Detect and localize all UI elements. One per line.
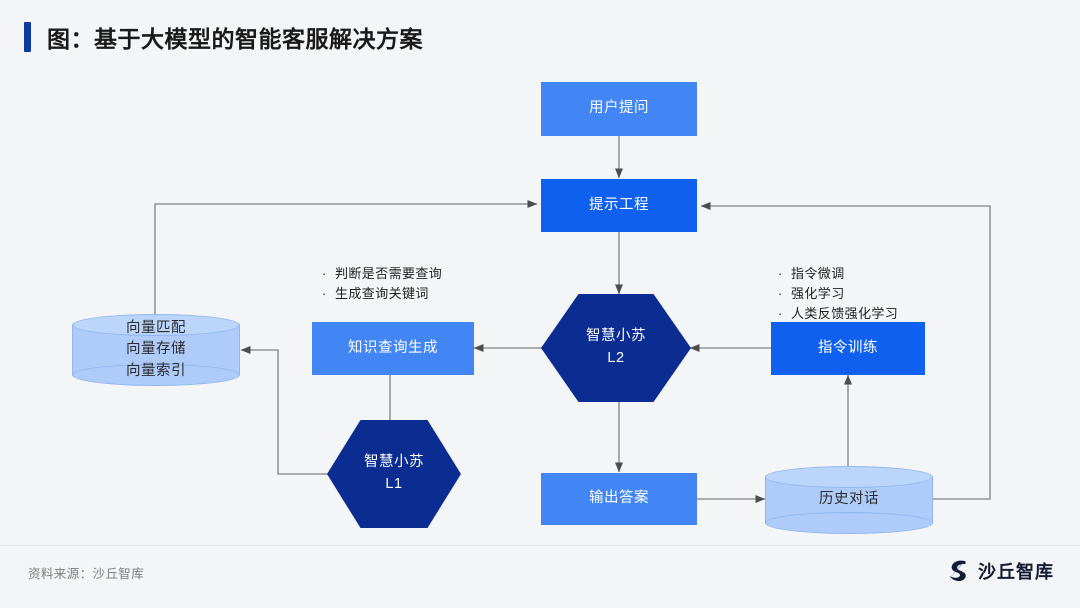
node-knowledge-query-generation-label: 知识查询生成 [348,339,438,356]
brand-logo: 沙丘智库 [945,558,1054,584]
node-knowledge-query-generation[interactable]: 知识查询生成 [312,322,474,375]
bullet-text: 指令微调 [791,266,845,281]
node-user-question[interactable]: 用户提问 [541,82,697,136]
node-agent-l1[interactable]: 智慧小苏 L1 [327,420,461,528]
bullet-text: 生成查询关键词 [335,286,429,302]
cylinder-top-ellipse [765,466,933,488]
cylinder-top-ellipse [72,314,240,336]
bullet-text: 判断是否需要查询 [335,266,443,281]
node-instruction-training[interactable]: 指令训练 [771,322,925,375]
node-output-answer[interactable]: 输出答案 [541,473,697,525]
footer-source-text: 资料来源：沙丘智库 [28,567,145,581]
node-vector-store[interactable]: 向量匹配 向量存储 向量索引 [72,314,240,386]
query-decision-bullets: · 判断是否需要查询 · 生成查询关键词 [322,264,442,304]
logo-text: 沙丘智库 [978,562,1054,582]
bullet-marker-icon: · [778,266,783,281]
node-prompt-engineering[interactable]: 提示工程 [541,179,697,232]
node-history-dialog[interactable]: 历史对话 [765,466,933,534]
cylinder-bottom-ellipse [765,512,933,534]
training-method-bullets: · 指令微调 · 强化学习 · 人类反馈强化学习 [778,264,898,324]
node-vector-store-label: 向量匹配 向量存储 向量索引 [126,320,186,379]
bullet-item: · 生成查询关键词 [322,284,442,304]
dune-swoosh-icon [949,560,966,582]
node-prompt-engineering-label: 提示工程 [589,196,649,213]
cylinder-bottom-ellipse [72,364,240,386]
node-output-answer-label: 输出答案 [589,490,649,507]
bullet-text: 人类反馈强化学习 [791,306,899,322]
node-agent-l2-label: 智慧小苏 L2 [586,328,646,366]
node-history-dialog-label: 历史对话 [819,491,879,508]
bullet-marker-icon: · [778,286,783,302]
bullet-marker-icon: · [322,286,327,302]
node-user-question-label: 用户提问 [589,100,649,117]
bullet-marker-icon: · [322,266,327,281]
bullet-marker-icon: · [778,306,783,322]
bullet-item: · 指令微调 [778,264,898,284]
slide-header: 图：基于大模型的智能客服解决方案 [0,0,1080,74]
bullet-item: · 人类反馈强化学习 [778,304,898,324]
bullet-item: · 强化学习 [778,284,898,304]
title-accent-bar [24,22,31,52]
page-title: 图：基于大模型的智能客服解决方案 [47,26,423,52]
node-agent-l2[interactable]: 智慧小苏 L2 [541,294,691,402]
footer-divider [0,545,1080,546]
node-instruction-training-label: 指令训练 [818,339,878,356]
node-agent-l1-label: 智慧小苏 L1 [364,454,424,492]
bullet-item: · 判断是否需要查询 [322,264,442,284]
bullet-text: 强化学习 [791,286,845,302]
